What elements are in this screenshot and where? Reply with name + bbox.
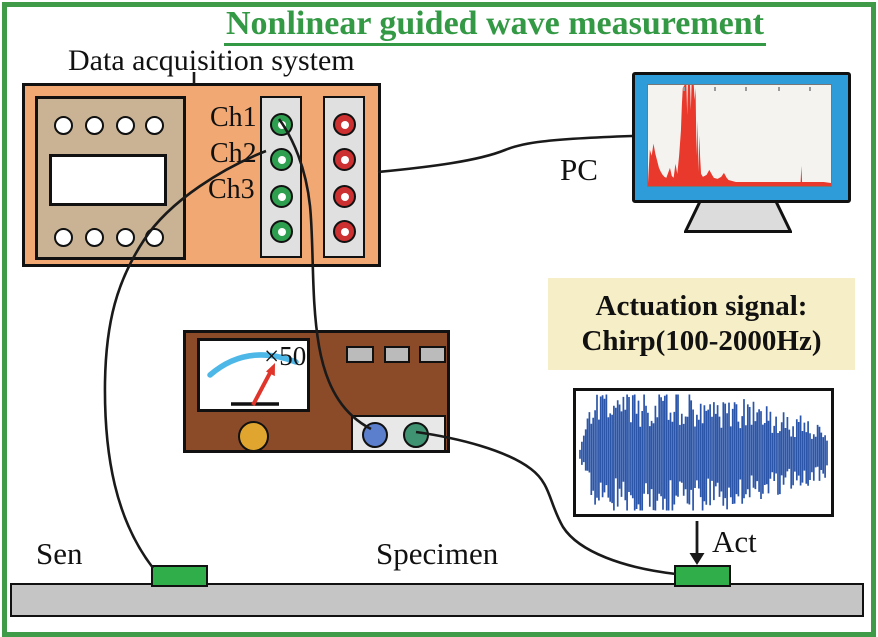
amp-knob (238, 421, 269, 452)
sensor-transducer (151, 565, 208, 587)
screen-tick (777, 87, 780, 91)
jack-hole (277, 192, 286, 201)
meter-needle (251, 370, 273, 406)
plug-blue-input (362, 422, 388, 448)
amplifier-meter: ×50 (197, 338, 310, 412)
screen-tick (744, 87, 747, 91)
panel-hole (145, 116, 164, 135)
chirp-signal-box (573, 388, 834, 517)
monitor-stand (684, 200, 792, 233)
daq-display (49, 154, 167, 206)
amp-connector-panel (351, 415, 446, 452)
output-jack-strip (323, 96, 365, 258)
sensor-label: Sen (36, 536, 83, 571)
spectrum-plot (648, 85, 831, 186)
jack-hole (340, 155, 349, 164)
channel-label-ch1: Ch1 (210, 102, 257, 133)
jack-red (333, 148, 356, 171)
panel-hole (85, 228, 104, 247)
actuation-note: Actuation signal: Chirp(100-2000Hz) (548, 278, 855, 370)
meter-needle-tip (266, 363, 275, 377)
jack-red (333, 185, 356, 208)
panel-hole (85, 116, 104, 135)
channel-label-ch2: Ch2 (210, 138, 257, 169)
actuator-label: Act (712, 524, 757, 559)
chirp-waveform (579, 394, 828, 511)
diagram-title: Nonlinear guided wave measurement (150, 5, 840, 47)
jack-hole (340, 227, 349, 236)
specimen-bar (10, 583, 864, 617)
jack-hole (340, 192, 349, 201)
daq-label: Data acquisition system (68, 44, 355, 77)
jack-hole (277, 227, 286, 236)
jack-hole (277, 120, 286, 129)
actuation-note-line1: Actuation signal: (595, 290, 808, 323)
actuator-transducer (674, 565, 731, 587)
amp-button (419, 346, 446, 363)
jack-hole (277, 155, 286, 164)
plug-green-output (403, 422, 429, 448)
jack-red (333, 220, 356, 243)
jack-green (270, 220, 293, 243)
chirp-path (579, 394, 828, 511)
amp-button (346, 346, 374, 363)
diagram-title-text: Nonlinear guided wave measurement (223, 5, 766, 47)
spectrum-area (648, 85, 831, 186)
panel-hole (145, 228, 164, 247)
panel-hole (54, 116, 73, 135)
panel-hole (116, 228, 135, 247)
screen-tick (682, 87, 685, 91)
specimen-label: Specimen (376, 536, 499, 571)
panel-hole (54, 228, 73, 247)
actuation-note-line2: Chirp(100-2000Hz) (581, 325, 822, 357)
input-jack-strip (260, 96, 302, 258)
monitor-screen (647, 84, 832, 187)
jack-green (270, 148, 293, 171)
daq-front-panel (35, 96, 186, 260)
jack-green (270, 185, 293, 208)
pc-monitor (632, 72, 851, 203)
screen-tick (713, 87, 716, 91)
amplifier-box: ×50 (183, 330, 450, 453)
amp-button (384, 346, 410, 363)
jack-green (270, 113, 293, 136)
daq-box: Ch1 Ch2 Ch3 (22, 83, 381, 267)
screen-tick (809, 87, 812, 91)
gain-label: ×50 (264, 341, 307, 371)
jack-red (333, 113, 356, 136)
pc-label: PC (560, 152, 598, 187)
channel-label-ch3: Ch3 (208, 174, 255, 205)
jack-hole (340, 120, 349, 129)
panel-hole (116, 116, 135, 135)
